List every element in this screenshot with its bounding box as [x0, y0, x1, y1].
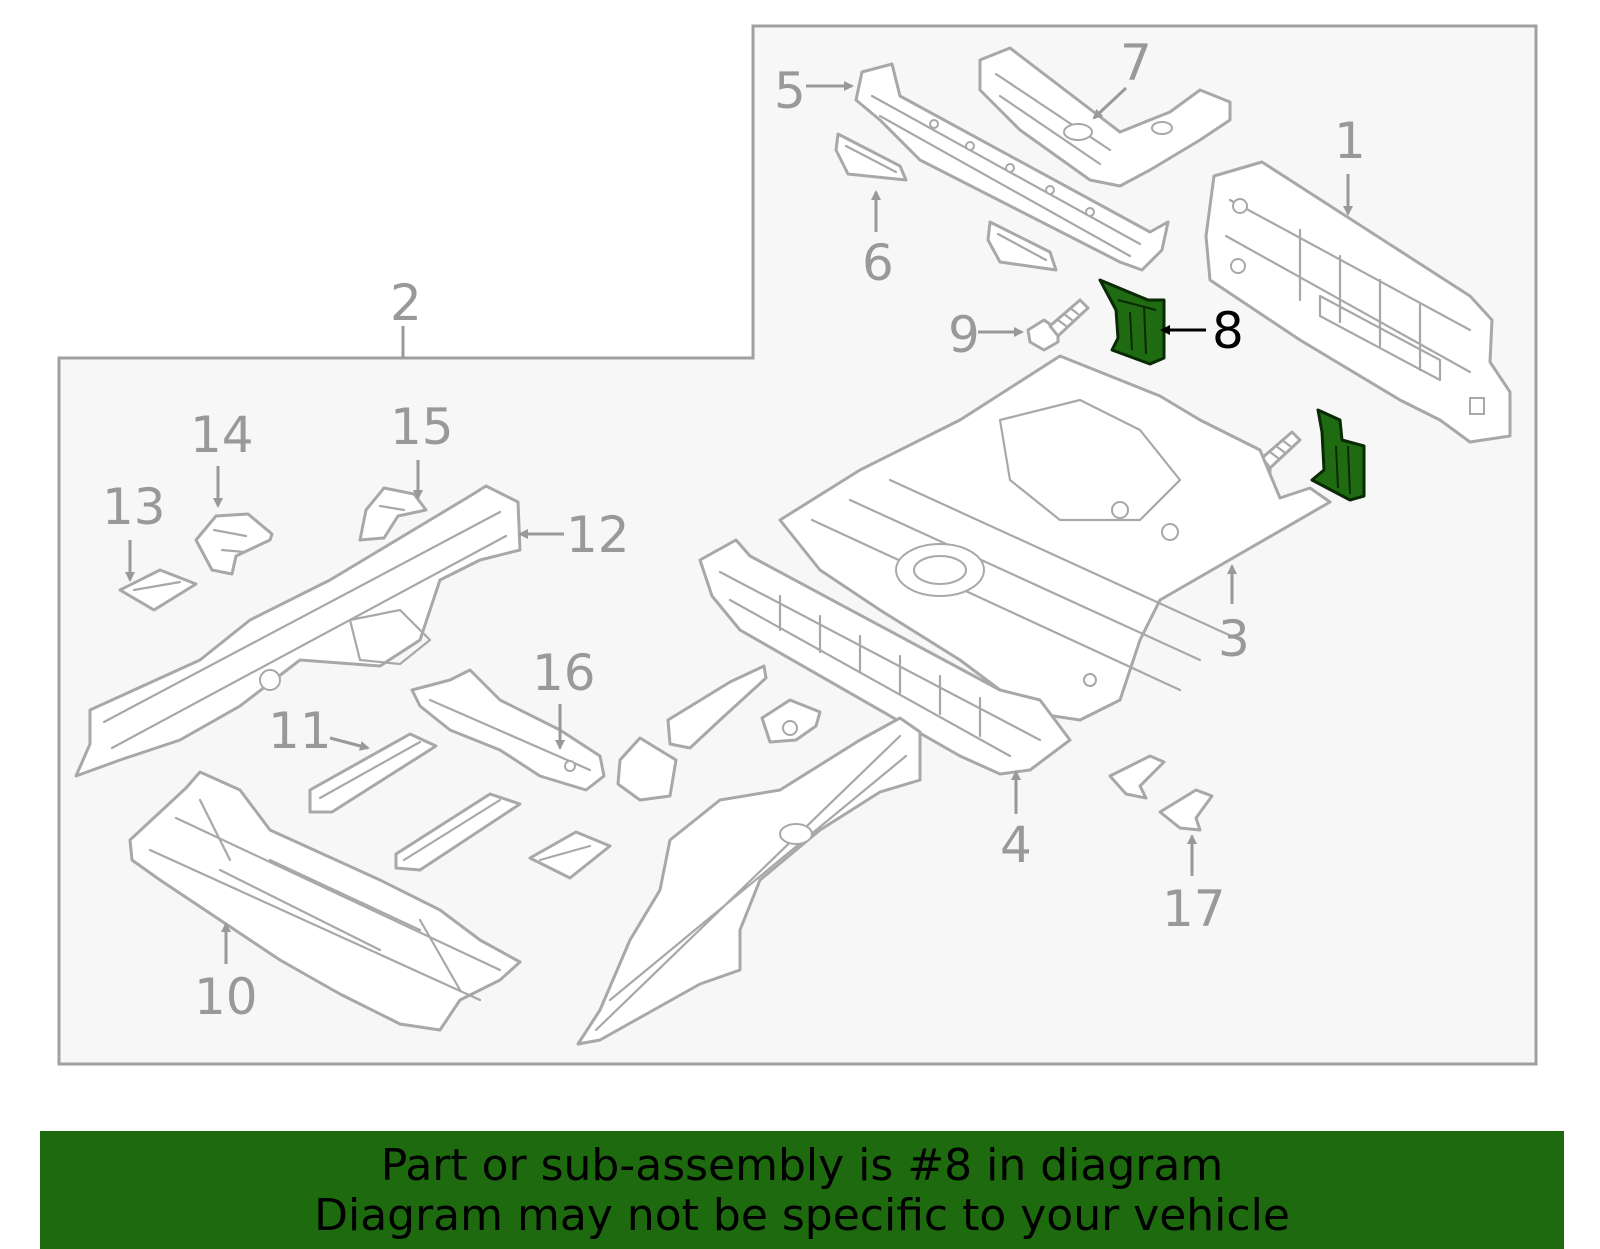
part-4-floor-cross-member: [698, 538, 1072, 776]
part-side-member-right: [576, 716, 922, 1046]
part-8-bracket-highlighted: [1098, 278, 1366, 502]
callout-11: 11: [268, 702, 332, 760]
callout-3: 3: [1218, 610, 1250, 668]
info-banner: Part or sub-assembly is #8 in diagram Di…: [40, 1131, 1564, 1249]
part-14-bracket: [194, 512, 274, 576]
callout-4: 4: [1000, 816, 1032, 874]
banner-line-disclaimer: Diagram may not be specific to your vehi…: [314, 1190, 1290, 1241]
callout-13: 13: [102, 478, 166, 536]
callout-10: 10: [194, 968, 258, 1026]
callout-6: 6: [862, 234, 894, 292]
part-13-bracket: [118, 568, 198, 612]
callout-8: 8: [1212, 302, 1244, 360]
assembly-boundary: [57, 24, 1538, 1066]
callout-16: 16: [532, 644, 596, 702]
part-1-rear-panel: [1204, 160, 1512, 444]
banner-line-part: Part or sub-assembly is #8 in diagram: [380, 1140, 1224, 1191]
part-6-brackets: [834, 132, 1058, 272]
parts-diagram: 1 2 3 4 5 6 7 8 9 10 11 12 13 14 15 16 1…: [57, 24, 1538, 1066]
part-7-reinforcement: [978, 46, 1232, 188]
part-12-side-member: [74, 484, 522, 778]
part-small-brackets: [616, 664, 822, 802]
callout-arrows: [125, 81, 1353, 964]
callout-1: 1: [1334, 112, 1366, 170]
callout-9: 9: [948, 306, 980, 364]
callout-5: 5: [774, 62, 806, 120]
callout-14: 14: [190, 406, 254, 464]
callout-17: 17: [1162, 880, 1226, 938]
callout-2: 2: [390, 274, 422, 332]
callout-12: 12: [566, 506, 630, 564]
callout-15: 15: [390, 398, 454, 456]
part-15-bracket: [358, 486, 428, 542]
callout-7: 7: [1120, 34, 1152, 92]
part-16-reinforcement: [410, 668, 606, 792]
part-3-rear-floor-pan: [778, 354, 1332, 722]
part-5-cross-member: [854, 62, 1170, 272]
part-17-clips: [1108, 754, 1214, 832]
part-10-front-floor: [128, 770, 522, 1032]
part-11-crossbars: [308, 732, 612, 880]
